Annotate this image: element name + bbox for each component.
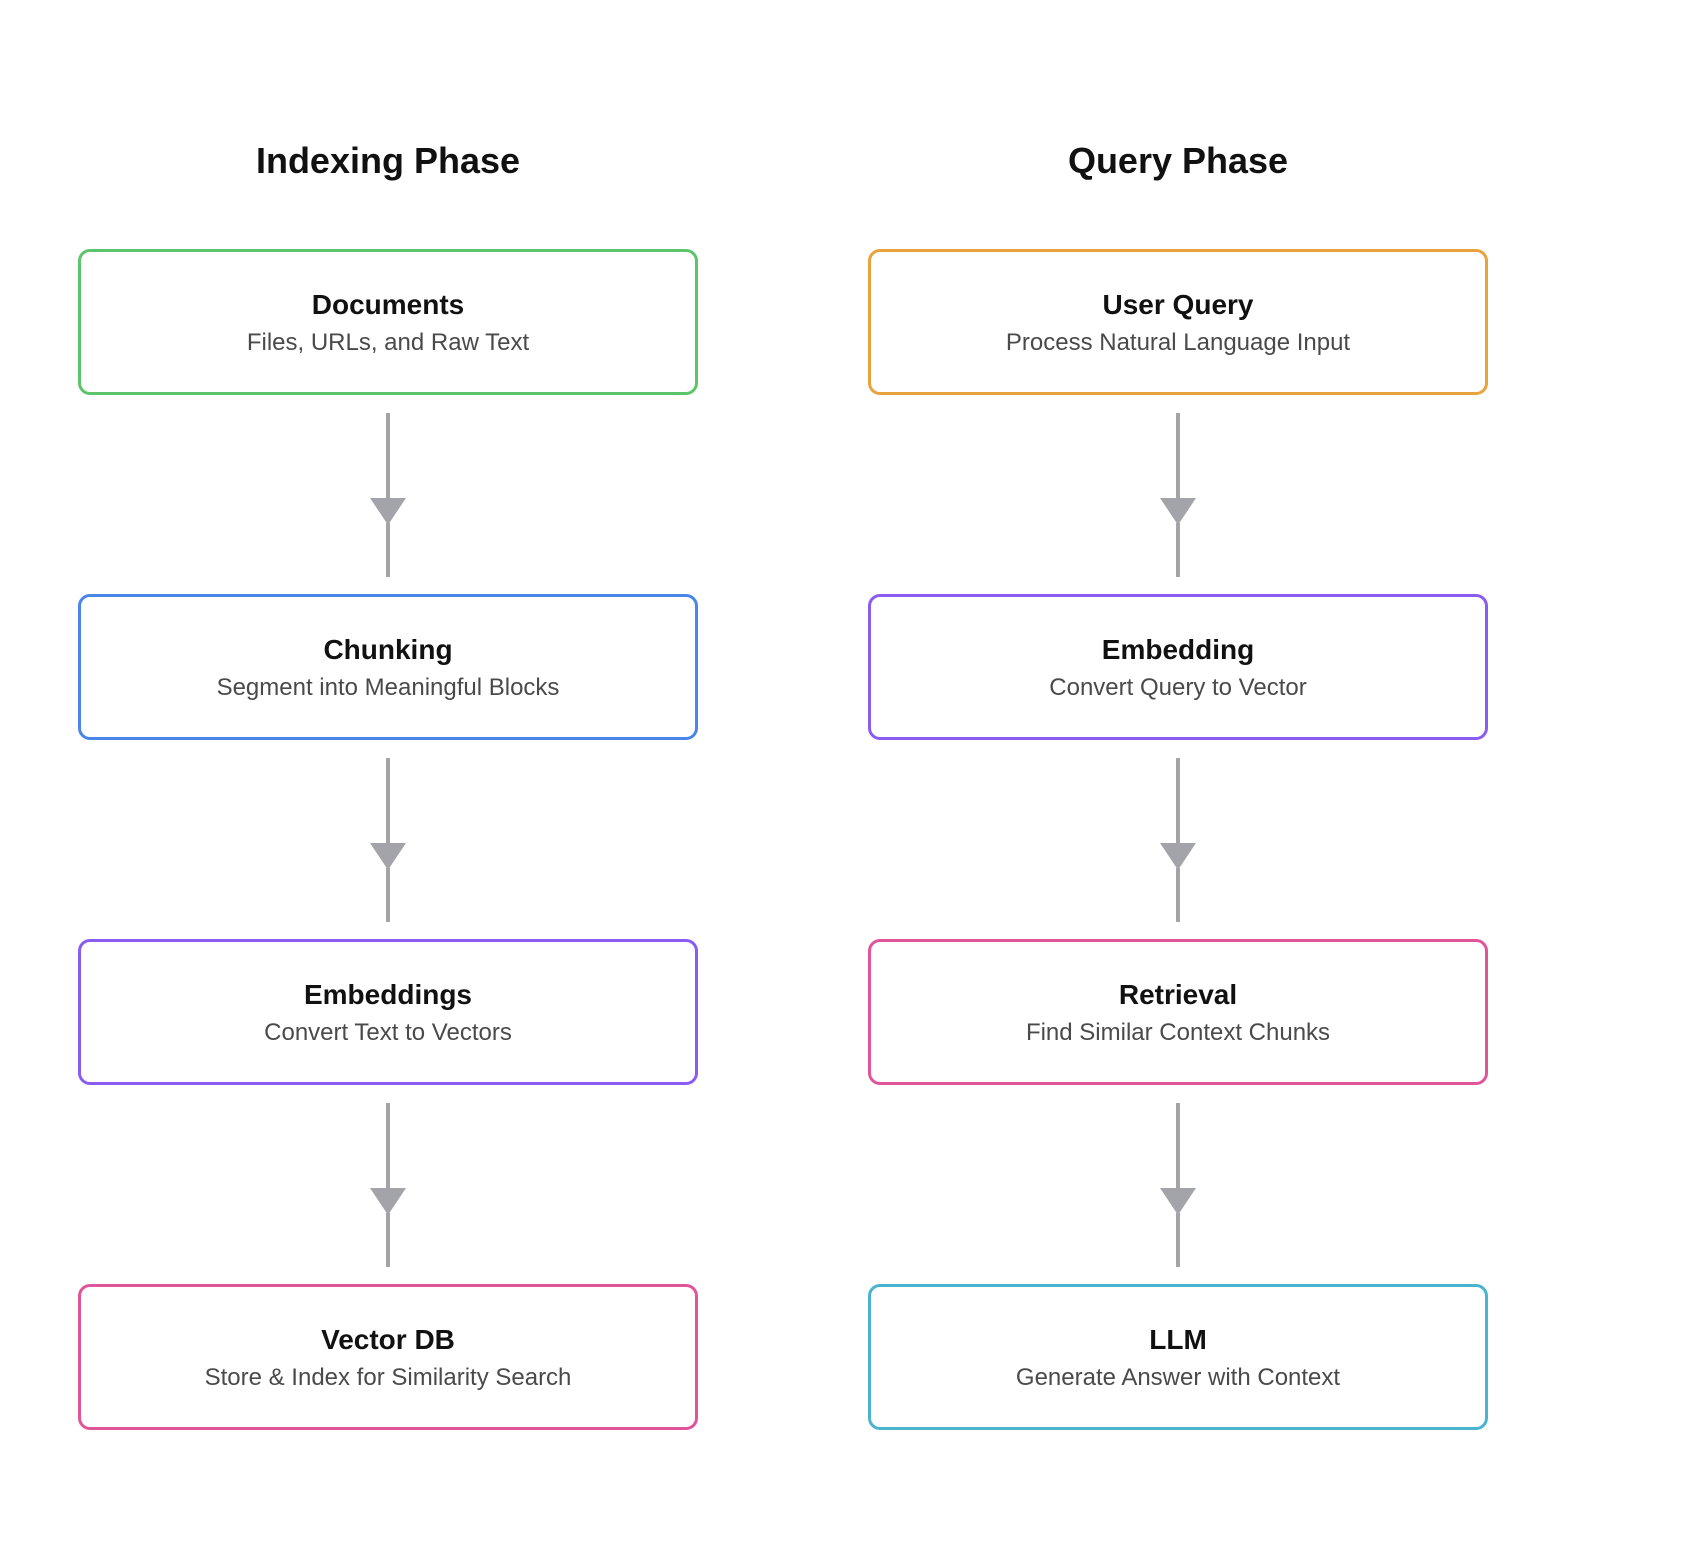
chunking-node: Chunking Segment into Meaningful Blocks [78, 594, 698, 740]
node-title: Embeddings [303, 979, 472, 1010]
node-subtitle: Generate Answer with Context [1015, 1364, 1341, 1391]
documents-node: Documents Files, URLs, and Raw Text [78, 249, 698, 395]
arrow-down-icon [1160, 1103, 1196, 1267]
node-title: Embedding [1101, 634, 1255, 665]
embedding-node: Embedding Convert Query to Vector [868, 594, 1488, 740]
llm-node: LLM Generate Answer with Context [868, 1284, 1488, 1430]
node-title: LLM [1149, 1324, 1207, 1355]
node-subtitle: Convert Text to Vectors [264, 1019, 512, 1046]
arrow-down-icon [1160, 413, 1196, 577]
indexing-phase-title: Indexing Phase [255, 140, 521, 181]
arrow-down-icon [370, 413, 406, 577]
node-title: Vector DB [321, 1324, 455, 1355]
node-title: User Query [1102, 289, 1254, 320]
embeddings-node: Embeddings Convert Text to Vectors [78, 939, 698, 1085]
node-subtitle: Store & Index for Similarity Search [204, 1364, 572, 1391]
node-subtitle: Convert Query to Vector [1049, 674, 1307, 701]
node-subtitle: Segment into Meaningful Blocks [216, 674, 560, 701]
node-subtitle: Find Similar Context Chunks [1025, 1019, 1331, 1046]
retrieval-node: Retrieval Find Similar Context Chunks [868, 939, 1488, 1085]
user-query-node: User Query Process Natural Language Inpu… [868, 249, 1488, 395]
arrow-down-icon [370, 1103, 406, 1267]
arrow-down-icon [1160, 758, 1196, 922]
node-subtitle: Files, URLs, and Raw Text [246, 329, 530, 356]
query-phase-title: Query Phase [1067, 140, 1289, 181]
node-title: Chunking [323, 634, 453, 665]
vector-db-node: Vector DB Store & Index for Similarity S… [78, 1284, 698, 1430]
arrow-down-icon [370, 758, 406, 922]
node-title: Retrieval [1118, 979, 1238, 1010]
node-subtitle: Process Natural Language Input [1005, 329, 1351, 356]
node-title: Documents [311, 289, 465, 320]
